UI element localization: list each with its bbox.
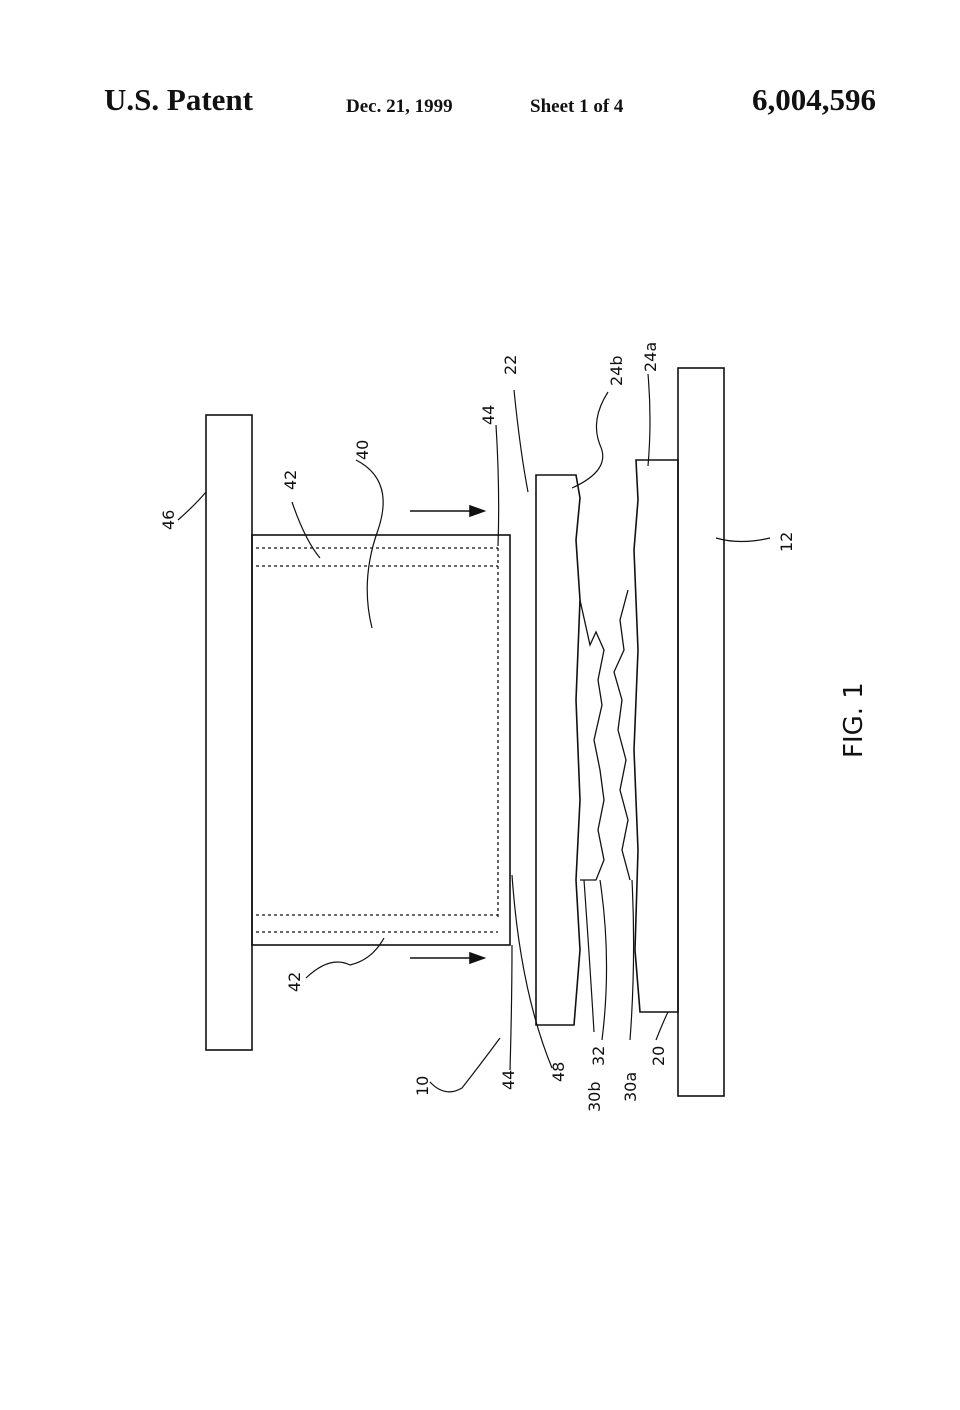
ref-32: 32 (589, 1046, 608, 1066)
layer-42 (256, 547, 499, 933)
ref-44-bottom: 44 (499, 1070, 518, 1090)
ref-42-bottom: 42 (285, 972, 304, 992)
ref-46: 46 (159, 510, 178, 530)
ref-20: 20 (649, 1046, 668, 1066)
arrow-bottom-head (469, 951, 487, 965)
ref-24a: 24a (641, 342, 660, 372)
platen-46 (205, 414, 253, 1051)
base-12 (677, 367, 725, 1097)
ref-42-top: 42 (281, 470, 300, 490)
ref-30a: 30a (621, 1072, 640, 1102)
ref-30b: 30b (585, 1081, 604, 1112)
header-title: U.S. Patent (104, 82, 253, 117)
ref-48: 48 (549, 1062, 568, 1082)
ref-12: 12 (777, 532, 796, 552)
ref-22: 22 (501, 355, 520, 375)
ref-24b: 24b (607, 355, 626, 386)
ref-44-top: 44 (479, 405, 498, 425)
header-patent-number: 6,004,596 (752, 82, 876, 117)
body-40 (251, 534, 511, 946)
substrate-20 (633, 459, 679, 1013)
figure-caption: FIG. 1 (839, 682, 869, 758)
ref-40: 40 (353, 440, 372, 460)
leader-lines (177, 373, 771, 1093)
bond-layer-32 (579, 589, 631, 881)
substrate-22 (535, 474, 581, 1026)
arrow-top-head (469, 504, 487, 518)
header-date: Dec. 21, 1999 (346, 96, 453, 117)
ref-10: 10 (413, 1076, 432, 1096)
header-sheet: Sheet 1 of 4 (530, 96, 624, 117)
